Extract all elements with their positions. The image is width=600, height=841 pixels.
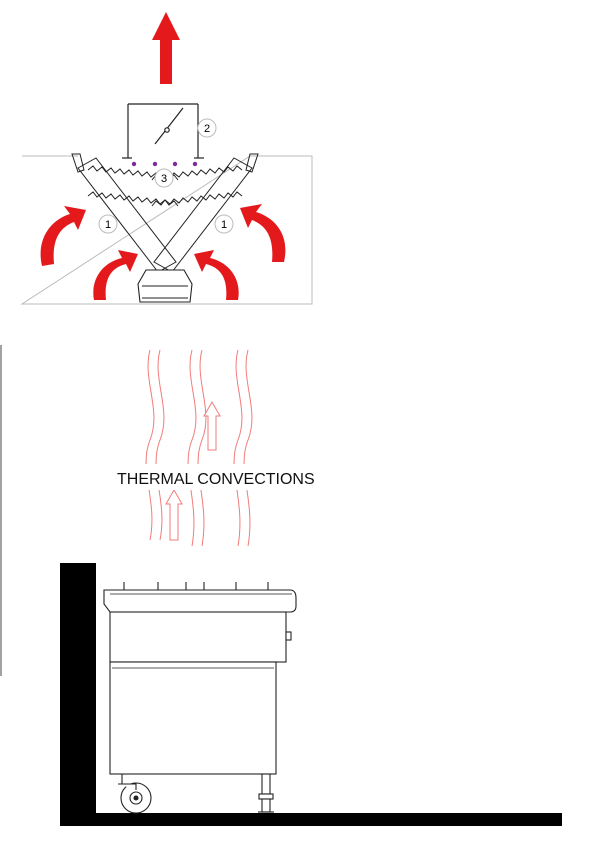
airflow-arrow-icon: [194, 250, 239, 300]
callout-1-right: 1: [214, 214, 234, 234]
callout-1-left-label: 1: [105, 219, 111, 231]
airflow-arrow-icon: [40, 206, 86, 266]
airflow-arrow-icon: [93, 250, 138, 300]
knob-icon: [285, 631, 292, 641]
grease-collector: [137, 269, 193, 303]
airflow-arrows: [40, 204, 286, 300]
cooking-range: [103, 582, 297, 775]
callout-1-left: 1: [98, 214, 118, 234]
callout-2-label: 2: [204, 123, 210, 135]
thermal-label-backdrop: [112, 464, 326, 490]
filter-dots: [131, 161, 198, 167]
thermal-convections-label: THERMAL CONVECTIONS: [117, 471, 315, 488]
hood-corner-brackets: [71, 153, 259, 173]
damper-icon: [154, 107, 184, 145]
exhaust-duct: [122, 103, 204, 159]
callout-3: 3: [154, 168, 174, 188]
control-panel: [109, 611, 287, 663]
callout-1-right-label: 1: [221, 219, 227, 231]
range-cabinet: [109, 661, 277, 775]
adjustable-foot-icon: [258, 773, 274, 813]
caster-wheel-icon: [118, 774, 152, 814]
exhaust-up-arrow-icon: [152, 12, 180, 84]
callout-2: 2: [197, 118, 217, 138]
callout-3-label: 3: [161, 173, 167, 185]
convection-arrow-icons: [165, 400, 221, 541]
hood-body: [20, 155, 313, 305]
convection-waves: [145, 349, 253, 547]
range-top: [103, 589, 297, 613]
airflow-arrow-icon: [240, 204, 286, 262]
